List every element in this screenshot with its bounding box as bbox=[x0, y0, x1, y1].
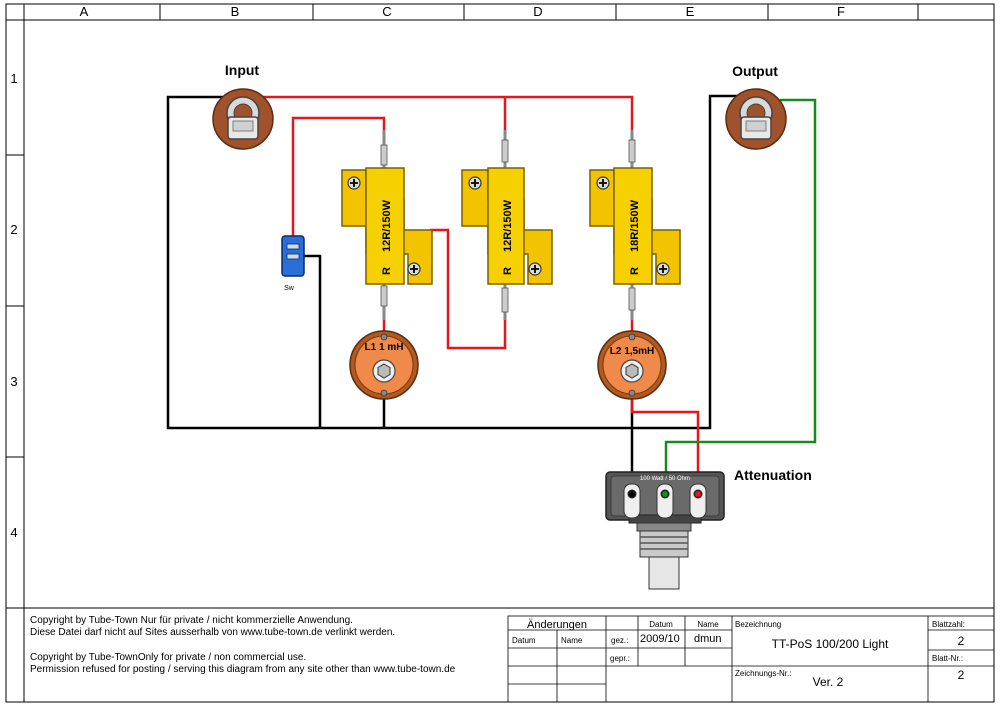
column-label-c: C bbox=[382, 4, 391, 19]
switch bbox=[281, 235, 305, 277]
copyright-en-line-2: Permission refused for posting / serving… bbox=[30, 664, 456, 675]
inductor-l2 bbox=[597, 330, 667, 400]
title-zeichnungs-label: Zeichnungs-Nr.: bbox=[735, 669, 791, 678]
title-gepr-label: gepr.: bbox=[610, 654, 630, 663]
input-jack bbox=[212, 88, 274, 150]
title-block bbox=[507, 615, 995, 703]
title-bezeichnung: TT-PoS 100/200 Light bbox=[772, 637, 889, 651]
resistor-2-brand: R bbox=[502, 267, 514, 275]
row-label-4: 4 bbox=[10, 525, 17, 540]
column-label-e: E bbox=[686, 4, 695, 19]
sheet-frame bbox=[5, 3, 995, 703]
row-label-1: 1 bbox=[10, 71, 17, 86]
title-name-header: Name bbox=[697, 620, 719, 629]
title-datum-header: Datum bbox=[649, 620, 673, 629]
resistor-3: 18R/150W R bbox=[589, 130, 681, 320]
copyright-en-line-1: Copyright by Tube-TownOnly for private /… bbox=[30, 652, 307, 663]
title-blattzahl-label: Blattzahl: bbox=[932, 620, 965, 629]
red-wires bbox=[262, 95, 700, 494]
title-bezeichnung-label: Bezeichnung bbox=[735, 620, 781, 629]
inductor-l1-label: L1 1 mH bbox=[365, 342, 404, 353]
pot-rating-label: 100 Watt / 50 Ohm bbox=[640, 476, 690, 482]
resistor-1: 12R/150W R bbox=[341, 130, 433, 320]
title-gez-date: 2009/10 bbox=[640, 633, 680, 645]
copyright-de-line-1: Copyright by Tube-Town Nur für private /… bbox=[30, 615, 353, 626]
copyright-de-line-2: Diese Datei darf nicht auf Sites ausserh… bbox=[30, 627, 396, 638]
title-gez-label: gez.: bbox=[611, 636, 628, 645]
resistor-1-brand: R bbox=[381, 267, 393, 275]
title-blattzahl: 2 bbox=[958, 634, 965, 648]
column-label-b: B bbox=[231, 4, 240, 19]
resistor-1-value: 12R/150W bbox=[381, 199, 393, 252]
attenuation-label: Attenuation bbox=[734, 467, 812, 483]
resistor-3-brand: R bbox=[629, 267, 641, 275]
column-label-f: F bbox=[837, 4, 845, 19]
row-label-2: 2 bbox=[10, 222, 17, 237]
input-label: Input bbox=[225, 62, 260, 78]
title-name-col: Name bbox=[561, 636, 583, 645]
title-blatt-nr-label: Blatt-Nr.: bbox=[932, 654, 963, 663]
resistor-2-value: 12R/150W bbox=[502, 199, 514, 252]
title-datum-col: Datum bbox=[512, 636, 536, 645]
output-jack bbox=[725, 88, 787, 150]
title-gez-name: dmun bbox=[694, 633, 722, 645]
resistor-2: 12R/150W R bbox=[461, 130, 553, 320]
green-wire bbox=[664, 98, 817, 494]
row-label-3: 3 bbox=[10, 374, 17, 389]
switch-label: Sw bbox=[284, 285, 295, 292]
column-label-d: D bbox=[533, 4, 542, 19]
title-aenderungen: Änderungen bbox=[527, 619, 587, 631]
inductor-l2-label: L2 1,5mH bbox=[610, 346, 654, 357]
attenuation-pot bbox=[605, 471, 725, 590]
output-label: Output bbox=[732, 63, 778, 79]
title-blatt-nr: 2 bbox=[958, 668, 965, 682]
resistor-3-value: 18R/150W bbox=[629, 199, 641, 252]
inductor-l1 bbox=[349, 330, 419, 400]
column-label-a: A bbox=[80, 4, 89, 19]
title-version: Ver. 2 bbox=[813, 675, 844, 689]
